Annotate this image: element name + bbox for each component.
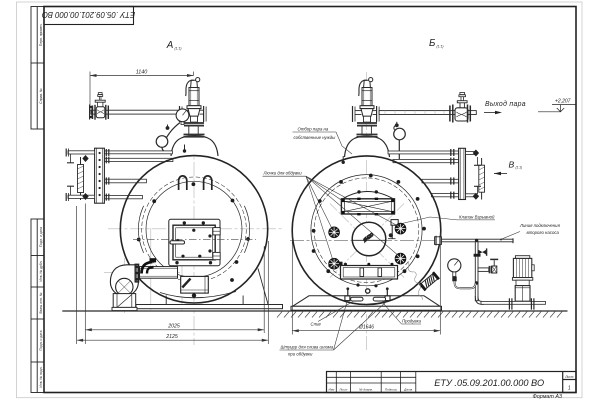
svg-text:Лист: Лист [564,375,574,379]
svg-text:№ докум.: № докум. [359,387,373,391]
svg-text:2025: 2025 [167,324,180,330]
svg-text:Подпись: Подпись [385,387,398,391]
svg-text:Перв. примен.: Перв. примен. [39,23,43,46]
svg-text:В: В [509,160,515,170]
svg-text:Отбор пара на: Отбор пара на [298,127,329,132]
svg-text:Справ. №: Справ. № [39,88,43,104]
svg-text:собственные нужды: собственные нужды [294,135,337,140]
svg-text:+2,207: +2,207 [555,99,571,105]
svg-text:2125: 2125 [165,334,178,340]
svg-text:(1:1): (1:1) [516,166,523,170]
svg-text:ЕТУ .05.09.201.00.000 ВО: ЕТУ .05.09.201.00.000 ВО [42,10,135,19]
svg-text:Лист: Лист [338,387,347,391]
svg-text:1140: 1140 [136,69,148,75]
svg-text:Изм: Изм [329,387,336,391]
svg-text:второго насоса: второго насоса [527,230,560,235]
svg-text:Подп. и дата: Подп. и дата [39,227,43,247]
svg-text:Лючки для обдувки: Лючки для обдувки [263,171,303,176]
svg-text:Инв. № дубл.: Инв. № дубл. [39,260,43,281]
svg-text:(1:1): (1:1) [437,45,444,49]
svg-text:Б: Б [429,38,436,49]
svg-text:1: 1 [568,386,571,392]
svg-text:ЕТУ .05.09.201.00.000 ВО: ЕТУ .05.09.201.00.000 ВО [434,378,544,388]
svg-text:Ø1646: Ø1646 [358,325,374,331]
svg-text:Дата: Дата [403,387,412,391]
svg-text:Линия подключения: Линия подключения [519,223,561,228]
svg-text:(1:1): (1:1) [175,47,182,51]
svg-text:Взам. инв. №: Взам. инв. № [39,292,43,313]
svg-text:Выход пара: Выход пара [485,100,526,108]
svg-text:Подп. и дата: Подп. и дата [39,330,43,350]
svg-text:при обдувки: при обдувки [288,352,313,357]
svg-text:Формат А3: Формат А3 [533,394,563,400]
svg-text:Слив: Слив [311,322,322,327]
svg-text:Продувка: Продувка [402,319,422,324]
svg-text:Клапан Взрывной: Клапан Взрывной [459,215,495,220]
svg-text:Штуцер для слива шлама: Штуцер для слива шлама [281,345,334,350]
svg-text:Инв. № подл.: Инв. № подл. [39,366,43,387]
svg-text:А: А [166,40,174,51]
